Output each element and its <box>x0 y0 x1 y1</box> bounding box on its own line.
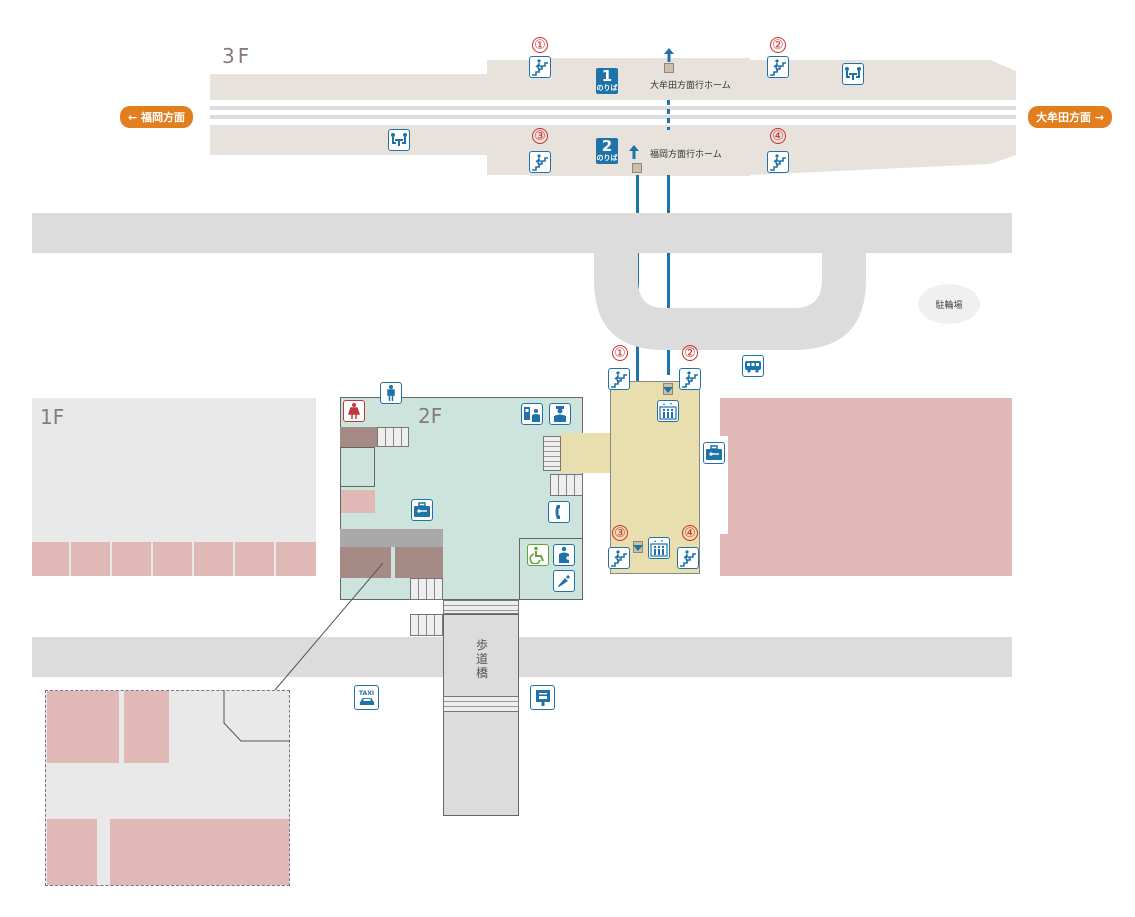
room-pink <box>341 490 375 513</box>
route-dashed-line <box>667 100 670 130</box>
floor-label-1f: 1F <box>40 405 65 429</box>
waiting-room-icon[interactable] <box>842 63 864 85</box>
facility-box <box>519 538 583 600</box>
shop <box>47 691 119 763</box>
first-aid-room-icon[interactable] <box>553 544 575 566</box>
stairs-icon[interactable] <box>529 56 551 78</box>
inset-wall <box>223 690 290 742</box>
arrow-up-icon <box>629 145 639 159</box>
stairs-icon[interactable] <box>767 56 789 78</box>
route-line-1 <box>636 175 639 550</box>
stairs-icon[interactable] <box>767 151 789 173</box>
elevator-icon[interactable] <box>657 400 679 422</box>
shop <box>47 819 97 885</box>
arrow-up-icon <box>664 48 674 62</box>
bridge-stairs <box>443 600 519 614</box>
stairs <box>410 614 443 636</box>
exit-number-3: ③ <box>612 525 628 541</box>
exit-number-1: ① <box>612 345 628 361</box>
coin-locker-icon[interactable] <box>411 499 433 521</box>
coin-locker-icon[interactable] <box>703 442 725 464</box>
room <box>340 447 375 487</box>
shop <box>71 542 110 576</box>
bus-stop-icon[interactable] <box>742 355 764 377</box>
floor-label-3f: 3F <box>222 44 253 68</box>
shop <box>124 691 169 763</box>
mens-restroom-icon[interactable] <box>380 382 402 404</box>
shop-dark <box>395 547 443 578</box>
exit-number-3: ③ <box>532 128 548 144</box>
direction-omuta-badge: 大牟田方面 → <box>1028 106 1113 128</box>
stairs-icon[interactable] <box>529 151 551 173</box>
accessible-restroom-icon[interactable] <box>527 544 549 566</box>
elevator-icon[interactable] <box>648 537 670 559</box>
shop <box>112 542 151 576</box>
platform-2-label: 福岡方面行ホーム <box>650 150 722 160</box>
exit-number-1: ① <box>532 37 548 53</box>
telephone-icon[interactable] <box>548 501 570 523</box>
pedestrian-bridge <box>443 614 519 816</box>
shop-dark <box>340 547 391 578</box>
stairs <box>377 427 409 447</box>
post-box-icon[interactable] <box>530 685 555 710</box>
pedestrian-bridge-label: 歩道橋 <box>476 638 489 680</box>
exit-number-2: ② <box>682 345 698 361</box>
station-staff-icon[interactable] <box>549 403 571 425</box>
exit-number-4: ④ <box>682 525 698 541</box>
stairs-icon[interactable] <box>679 368 701 390</box>
arrow-down-icon <box>633 545 643 551</box>
rotary-loop <box>594 240 866 350</box>
bicycle-parking-label: 駐輪場 <box>935 300 963 311</box>
stairs <box>550 474 583 496</box>
track-lower <box>210 115 1016 119</box>
road-lower <box>32 637 1012 677</box>
waiting-room-icon[interactable] <box>388 129 410 151</box>
exit-number-2: ② <box>770 37 786 53</box>
floor-label-2f: 2F <box>418 404 443 428</box>
taxi-text: TAXI <box>358 689 375 697</box>
platform-1-label: 大牟田方面行ホーム <box>650 81 731 91</box>
shop <box>32 542 69 576</box>
stairs-icon[interactable] <box>608 368 630 390</box>
womens-restroom-icon[interactable] <box>343 400 365 422</box>
ticket-machine-icon[interactable] <box>521 403 543 425</box>
shop <box>110 819 289 885</box>
bicycle-parking: 駐輪場 <box>918 284 980 324</box>
stairs-icon[interactable] <box>608 547 630 569</box>
corridor <box>560 433 610 473</box>
baby-bottle-icon[interactable] <box>553 570 575 592</box>
shop <box>153 542 192 576</box>
shop <box>194 542 233 576</box>
stairs <box>410 578 443 600</box>
exit-number-4: ④ <box>770 128 786 144</box>
shop <box>276 542 316 576</box>
direction-fukuoka-badge: ← 福岡方面 <box>120 106 194 128</box>
arrow-down-icon <box>663 387 673 393</box>
elevator-marker <box>632 163 642 173</box>
route-line-2 <box>667 175 670 375</box>
taxi-stand-icon[interactable]: TAXI <box>354 685 379 710</box>
building-east <box>720 398 1012 576</box>
bridge-stairs <box>443 696 519 712</box>
stairs <box>543 436 561 471</box>
track-upper <box>210 106 1016 110</box>
elevator-marker <box>664 63 674 73</box>
shop <box>235 542 274 576</box>
building-east-notch <box>720 436 728 534</box>
stairs-icon[interactable] <box>677 547 699 569</box>
room-gray <box>340 529 443 547</box>
room-dark <box>340 427 377 447</box>
